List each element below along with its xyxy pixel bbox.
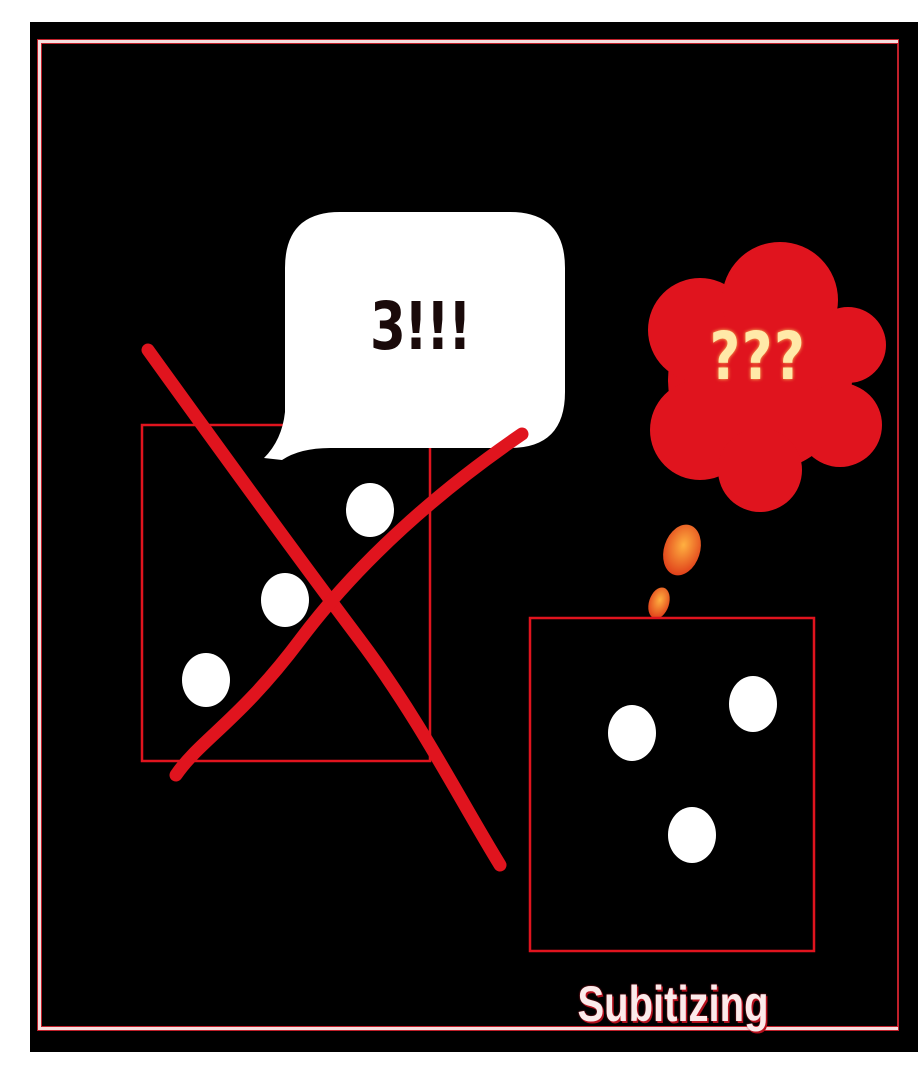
right-dot-2 [729, 676, 777, 732]
left-dot-3 [182, 653, 230, 707]
right-dot-3 [668, 807, 716, 863]
right-dice-card [530, 618, 814, 951]
speech-bubble-text: 3!!! [326, 288, 513, 365]
right-dot-1 [608, 705, 656, 761]
thought-drop-small [645, 585, 674, 622]
thought-drop-large [657, 520, 707, 581]
left-dot-1 [346, 483, 394, 537]
left-dot-2 [261, 573, 309, 627]
cross-stroke-2 [176, 434, 522, 775]
subitizing-caption: Subitizing [557, 975, 789, 1033]
thought-bubble-text: ??? [686, 318, 830, 395]
